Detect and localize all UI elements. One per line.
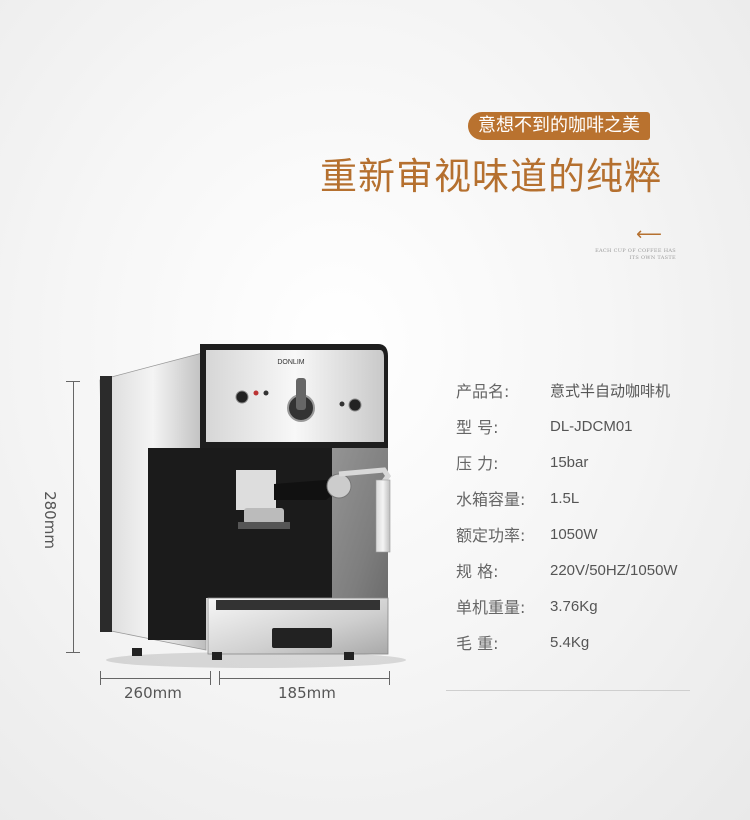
spec-row-net-weight: 单机重量: 3.76Kg (456, 588, 696, 624)
spec-label: 型 号: (456, 418, 499, 437)
spec-row-pressure: 压 力: 15bar (456, 444, 696, 480)
width-dimension-line (219, 678, 389, 679)
spec-row-gross-weight: 毛 重: 5.4Kg (456, 624, 696, 660)
spec-value: 5.4Kg (550, 633, 590, 651)
spec-value: 意式半自动咖啡机 (550, 382, 671, 400)
spec-value: 3.76Kg (550, 597, 598, 615)
height-dimension-line (73, 381, 74, 653)
spec-label: 压 力: (456, 454, 499, 473)
spec-label: 毛 重: (456, 634, 499, 653)
coffee-machine-image: DONLIM (99, 344, 406, 668)
spec-value: DL-JDCM01 (550, 417, 633, 435)
arrow-left-icon: ⟵ (636, 224, 662, 245)
spec-row-tank-capacity: 水箱容量: 1.5L (456, 480, 696, 516)
english-caption: EACH CUP OF COFFEE HAS ITS OWN TASTE (595, 248, 676, 261)
height-dimension-tick-top (66, 381, 80, 382)
headline: 重新审视味道的纯粹 (320, 155, 662, 198)
spec-row-product-name: 产品名: 意式半自动咖啡机 (456, 372, 696, 408)
spec-label: 额定功率: (456, 526, 526, 545)
spec-row-specification: 规 格: 220V/50HZ/1050W (456, 552, 696, 588)
width-dimension-label: 185mm (278, 684, 336, 702)
width-dimension-tick-left (219, 671, 220, 685)
width-dimension-tick-right (389, 671, 390, 685)
divider (446, 690, 690, 691)
spec-label: 水箱容量: (456, 490, 526, 509)
height-dimension-tick-bottom (66, 652, 80, 653)
spec-label: 规 格: (456, 562, 499, 581)
spec-value: 1.5L (550, 489, 580, 507)
brand-logo: DONLIM (277, 359, 304, 366)
spec-label: 产品名: (456, 382, 510, 401)
tagline-badge: 意想不到的咖啡之美 (468, 112, 650, 140)
spec-value: 15bar (550, 453, 589, 471)
spec-row-model: 型 号: DL-JDCM01 (456, 408, 696, 444)
height-dimension-label: 280mm (41, 491, 59, 549)
spec-label: 单机重量: (456, 598, 526, 617)
spec-row-rated-power: 额定功率: 1050W (456, 516, 696, 552)
spec-value: 220V/50HZ/1050W (550, 561, 678, 579)
depth-dimension-tick-left (100, 671, 101, 685)
depth-dimension-line (100, 678, 210, 679)
spec-table: 产品名: 意式半自动咖啡机 型 号: DL-JDCM01 压 力: 15bar … (456, 372, 696, 660)
spec-value: 1050W (550, 525, 598, 543)
depth-dimension-tick-right (210, 671, 211, 685)
depth-dimension-label: 260mm (124, 684, 182, 702)
